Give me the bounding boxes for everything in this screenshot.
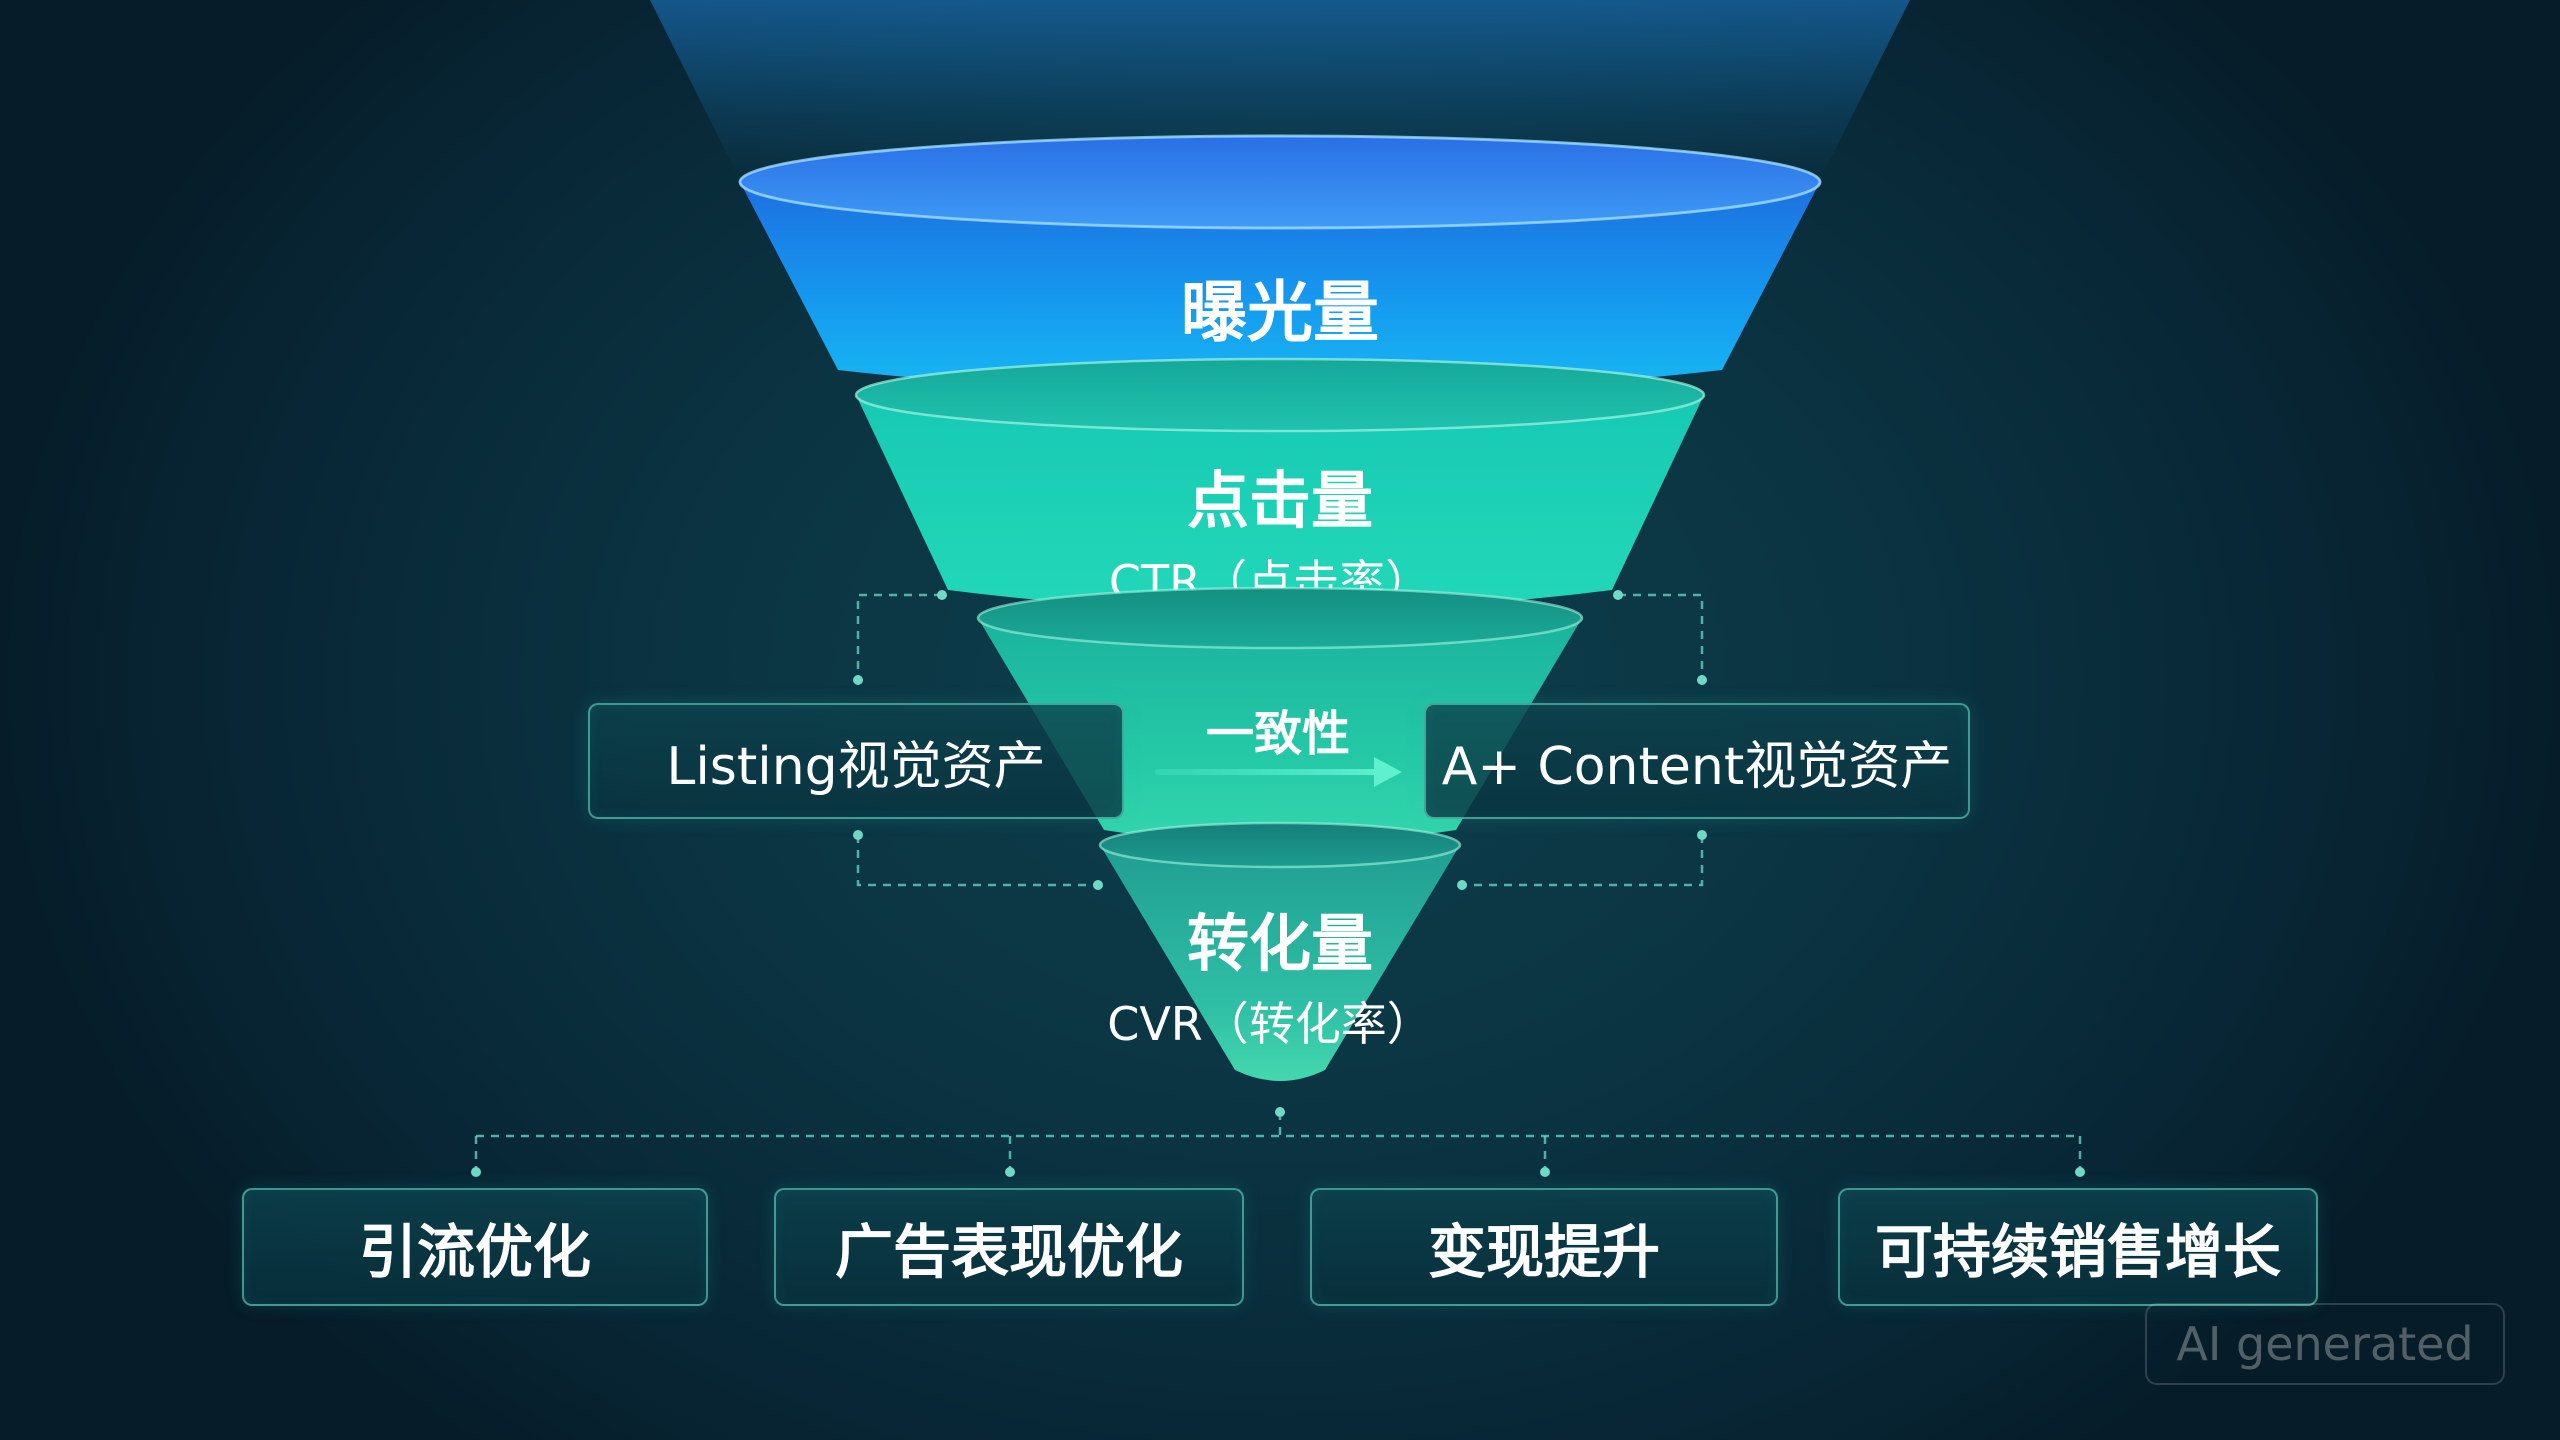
outcome-label: 可持续销售增长 xyxy=(1874,1218,2281,1286)
aplus-content-visual-asset-label: A+ Content视觉资产 xyxy=(1441,736,1953,797)
asset-connectors xyxy=(856,593,1704,887)
light-beam xyxy=(650,0,1910,180)
ai-generated-watermark: AI generated xyxy=(2145,1303,2505,1385)
consistency-arrow-icon xyxy=(1155,757,1402,787)
outcome-connector-dots xyxy=(471,1107,2085,1177)
outcome-traffic-optimization: 引流优化 xyxy=(242,1188,708,1306)
funnel-stage-exposure: 曝光量 xyxy=(738,134,1822,395)
outcome-label: 变现提升 xyxy=(1427,1218,1660,1286)
outcome-ad-performance-optimization: 广告表现优化 xyxy=(774,1188,1244,1306)
connector-dots xyxy=(853,590,1707,890)
listing-visual-asset-box: Listing视觉资产 xyxy=(588,703,1124,819)
outcome-label: 引流优化 xyxy=(358,1218,591,1286)
stage-conversion-title: 转化量 xyxy=(1187,907,1373,980)
listing-visual-asset-label: Listing视觉资产 xyxy=(666,736,1046,797)
aplus-content-visual-asset-box: A+ Content视觉资产 xyxy=(1424,703,1970,819)
outcome-connectors xyxy=(474,1112,2082,1172)
funnel-stage-conversion: 转化量 CVR（转化率） xyxy=(1098,821,1462,1081)
stage-conversion-subtitle: CVR（转化率） xyxy=(1107,997,1433,1051)
consistency-label: 一致性 xyxy=(1206,706,1350,762)
outcome-monetization-boost: 变现提升 xyxy=(1310,1188,1778,1306)
outcome-label: 广告表现优化 xyxy=(834,1218,1183,1286)
stage-exposure-title: 曝光量 xyxy=(1181,274,1379,351)
stage-click-title: 点击量 xyxy=(1187,464,1373,537)
outcome-sustainable-sales-growth: 可持续销售增长 xyxy=(1838,1188,2318,1306)
watermark-label: AI generated xyxy=(2176,1317,2474,1371)
funnel-stage-click: 点击量 CTR（点击率） xyxy=(854,357,1706,611)
